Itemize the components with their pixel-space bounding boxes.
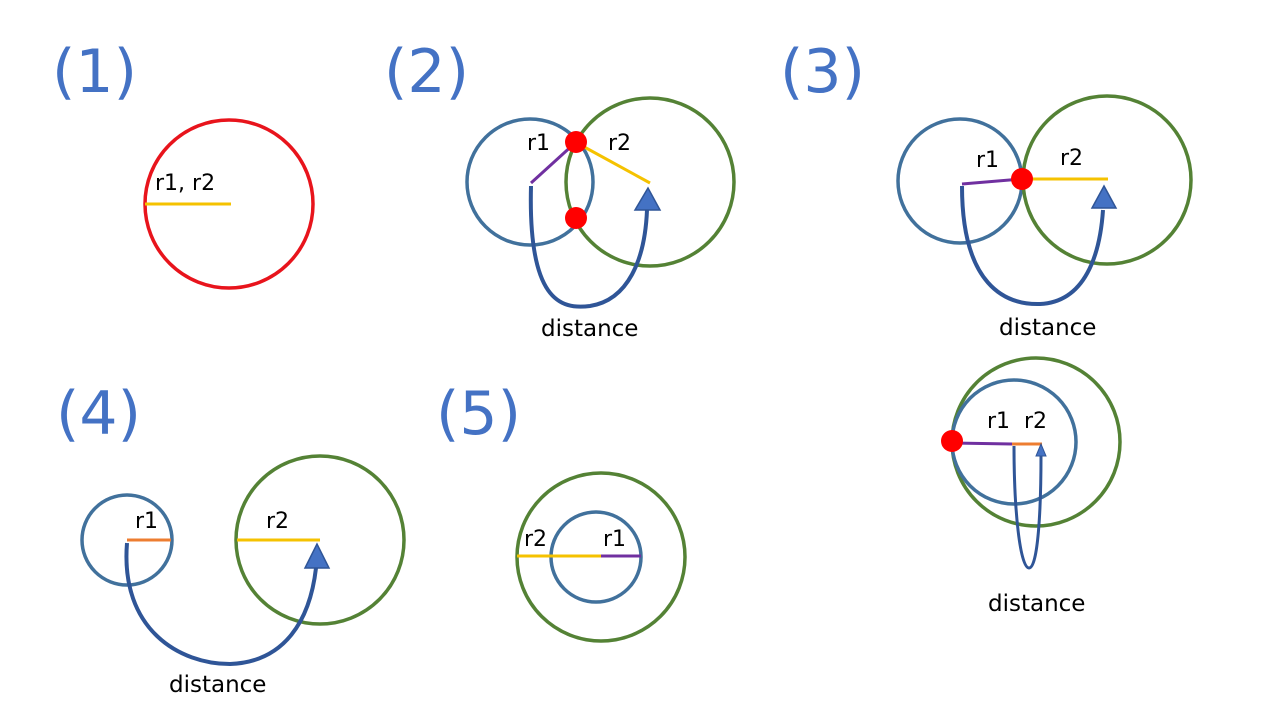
- panel-3b-r1-label: r1: [987, 409, 1010, 434]
- panel-4-distance-label: distance: [169, 672, 266, 698]
- panel-2-r2-line: [576, 141, 651, 185]
- panel-2-circle-r1: [465, 117, 595, 247]
- panel-4-distance-arrow: [124, 542, 318, 667]
- panel-4-arrow-head-icon: [303, 542, 331, 569]
- panel-2-r2-label: r2: [608, 131, 631, 156]
- panel-3b: r1 r2 distance: [941, 356, 1122, 617]
- panel-3-distance-arrow: [960, 185, 1105, 307]
- panel-3-arrow-head-icon: [1090, 184, 1118, 209]
- panel-3-r1-label: r1: [976, 148, 999, 173]
- panel-2-intersection-dot-top: [565, 131, 587, 153]
- panel-2-circle-r2: [564, 96, 736, 268]
- panel-3-r2-label: r2: [1060, 146, 1083, 171]
- panel-5: (5) r2 r1: [436, 379, 687, 643]
- panel-3b-r2-label: r2: [1024, 409, 1047, 434]
- panel-3-tangent-dot: [1011, 168, 1033, 190]
- panel-5-label: (5): [436, 379, 521, 449]
- panel-2-arrow-head-icon: [633, 186, 662, 211]
- panel-2: (2) r1 r2 distance: [384, 37, 736, 342]
- panel-4-r2-label: r2: [266, 509, 289, 534]
- panel-2-distance-label: distance: [541, 316, 638, 342]
- panel-1: (1) r1, r2: [52, 37, 315, 290]
- panel-3b-arrow-head-icon: [1035, 442, 1047, 457]
- panel-3b-distance-arrow: [1012, 445, 1043, 570]
- panel-2-distance-arrow: [528, 185, 649, 309]
- panel-2-intersection-dot-bottom: [565, 207, 587, 229]
- panel-5-r2-label: r2: [524, 527, 547, 552]
- panel-2-r1-label: r1: [527, 131, 550, 156]
- panel-4-label: (4): [56, 379, 141, 449]
- panel-1-radius-label: r1, r2: [155, 171, 215, 196]
- panel-3b-tangent-dot: [941, 430, 963, 452]
- panel-2-label: (2): [384, 37, 469, 107]
- panel-4: (4) r1 r2 distance: [56, 379, 406, 698]
- panel-4-circle-r2: [234, 454, 406, 626]
- panel-5-r1-label: r1: [603, 527, 626, 552]
- panel-3-distance-label: distance: [999, 315, 1096, 341]
- panel-4-r1-label: r1: [135, 509, 158, 534]
- panel-1-label: (1): [52, 37, 137, 107]
- panel-3: (3) r1 r2 distance: [780, 37, 1193, 341]
- panel-3b-distance-label: distance: [988, 591, 1085, 617]
- panel-3-label: (3): [780, 37, 865, 107]
- panel-4-circle-r1: [80, 493, 174, 587]
- panel-2-r1-line: [529, 141, 577, 185]
